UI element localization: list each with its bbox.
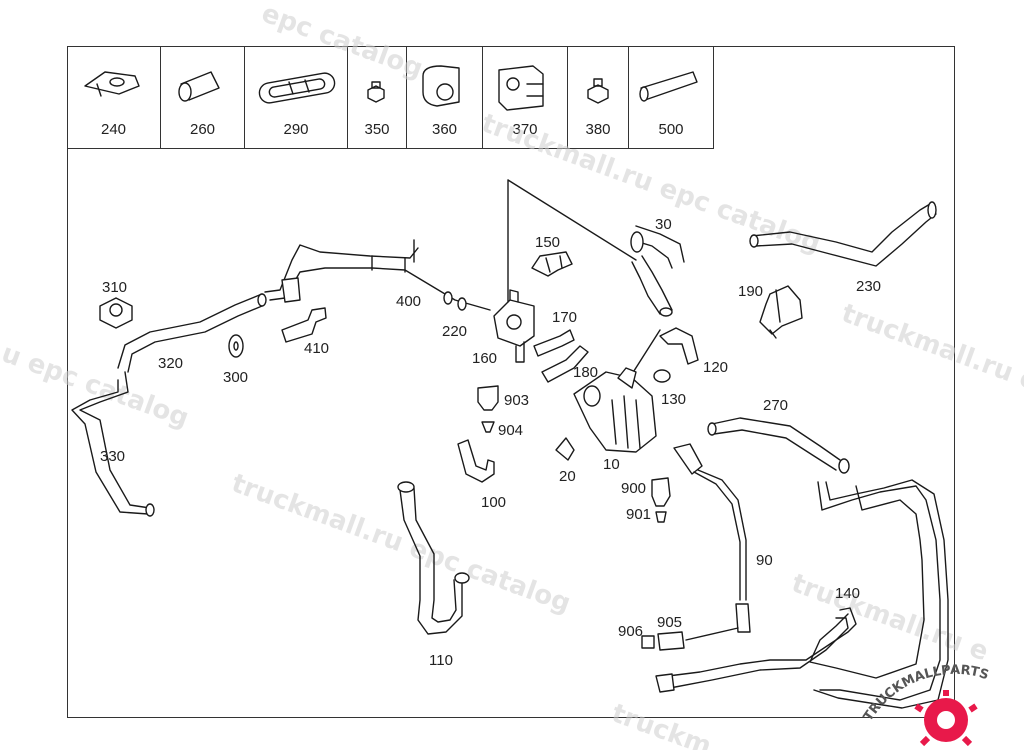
callout-230: 230 [856, 278, 881, 295]
legend-cell-260[interactable]: 260 [161, 46, 245, 148]
nut-icon [587, 78, 609, 104]
parts-legend: 240 260 290 350 360 [67, 46, 714, 149]
legend-cell-350[interactable]: 350 [348, 46, 407, 148]
callout-10: 10 [603, 456, 620, 473]
rubber-mount-icon [422, 65, 460, 107]
hose-120[interactable] [659, 327, 699, 365]
hose-170[interactable] [533, 329, 575, 357]
callout-320: 320 [158, 355, 183, 372]
spacer-strip-icon [639, 71, 698, 102]
seal-901[interactable] [655, 511, 667, 523]
hose-410[interactable] [281, 307, 327, 343]
callout-270: 270 [763, 397, 788, 414]
callout-90: 90 [756, 552, 773, 569]
sleeve-icon [178, 71, 220, 102]
callout-330: 330 [100, 448, 125, 465]
hose-230[interactable] [749, 201, 937, 267]
washer-300[interactable] [228, 334, 244, 358]
diagram-frame [67, 46, 955, 718]
legend-label: 350 [364, 121, 390, 138]
gear-icon [914, 690, 978, 747]
callout-120: 120 [703, 359, 728, 376]
legend-label: 500 [658, 121, 684, 138]
callout-20: 20 [559, 468, 576, 485]
clamp-130[interactable] [653, 369, 671, 383]
valve-160[interactable] [493, 289, 535, 363]
callout-110: 110 [429, 652, 453, 669]
nut-icon [367, 81, 385, 103]
pipe-140[interactable] [655, 479, 949, 709]
callout-410: 410 [304, 340, 329, 357]
hose-110[interactable] [397, 481, 470, 635]
watermark: truckm [608, 698, 716, 750]
callout-310: 310 [102, 279, 127, 296]
legend-cell-240[interactable]: 240 [67, 46, 161, 148]
hose-100[interactable] [457, 439, 495, 483]
callout-160: 160 [472, 350, 497, 367]
legend-cell-370[interactable]: 370 [483, 46, 568, 148]
watermark: epc catalog [258, 0, 427, 84]
watermark: u epc catalog [0, 338, 193, 433]
callout-903: 903 [504, 392, 529, 409]
grommet-20[interactable] [555, 437, 575, 461]
hose-320[interactable] [117, 293, 267, 373]
callout-905: 905 [657, 614, 682, 631]
legend-label: 260 [189, 121, 216, 138]
callout-30: 30 [655, 216, 672, 233]
callout-904: 904 [498, 422, 523, 439]
callout-220: 220 [442, 323, 467, 340]
truckmallparts-logo: TRUCKMALLPARTS [858, 660, 1024, 750]
hose-270[interactable] [707, 417, 850, 474]
screw-904[interactable] [481, 421, 495, 433]
hose-30[interactable] [630, 225, 685, 317]
callout-180: 180 [573, 364, 598, 381]
callout-100: 100 [481, 494, 506, 511]
wire-harness-90[interactable] [673, 443, 751, 633]
callout-190: 190 [738, 283, 763, 300]
legend-cell-360[interactable]: 360 [407, 46, 483, 148]
connector-900[interactable] [651, 477, 671, 507]
legend-label: 380 [585, 121, 611, 138]
callout-170: 170 [552, 309, 577, 326]
legend-cell-290[interactable]: 290 [245, 46, 348, 148]
watermark: truckmall.ru epc catalog [478, 108, 825, 259]
hose-180[interactable] [541, 345, 589, 383]
gasket-clip-icon [84, 71, 140, 97]
legend-label: 360 [431, 121, 458, 138]
legend-cell-500[interactable]: 500 [629, 46, 713, 148]
pump-10[interactable] [573, 329, 661, 453]
callout-901: 901 [626, 506, 651, 523]
callout-130: 130 [661, 391, 686, 408]
legend-label: 290 [283, 121, 309, 138]
hose-330[interactable] [71, 371, 155, 517]
legend-label: 370 [512, 121, 538, 138]
legend-label: 240 [100, 121, 127, 138]
seal-906[interactable] [641, 635, 655, 649]
coolant-pipe-400[interactable] [264, 239, 491, 311]
connector-903[interactable] [477, 385, 499, 411]
legend-cell-380[interactable]: 380 [568, 46, 629, 148]
connector-905[interactable] [657, 631, 685, 651]
callout-400: 400 [396, 293, 421, 310]
callout-906: 906 [618, 623, 643, 640]
watermark: truckmall.ru e [838, 298, 1024, 397]
nut-310[interactable] [99, 297, 133, 329]
seal-ring-icon [258, 72, 336, 104]
callout-150: 150 [535, 234, 560, 251]
callout-140: 140 [835, 585, 860, 602]
clip-150[interactable] [531, 251, 573, 277]
callout-900: 900 [621, 480, 646, 497]
bracket-190[interactable] [759, 285, 803, 339]
callout-300: 300 [223, 369, 248, 386]
bracket-block-icon [498, 65, 544, 111]
